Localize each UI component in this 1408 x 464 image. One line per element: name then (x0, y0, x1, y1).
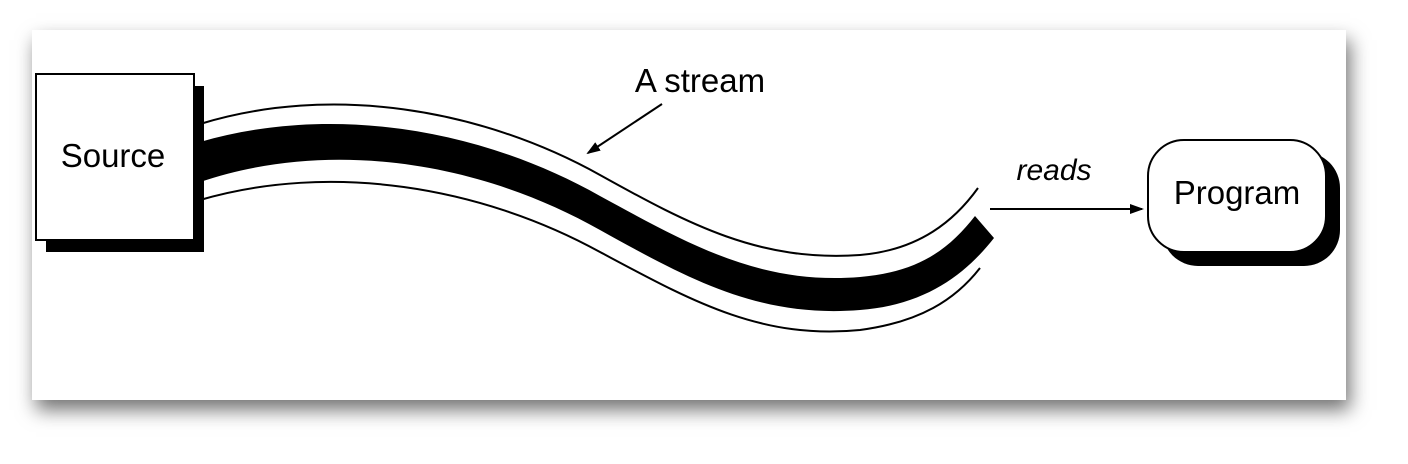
reads-label: reads (1016, 154, 1091, 187)
stream-upper-border (199, 103, 979, 257)
stream-pointer-arrow (586, 103, 663, 155)
program-label: Program (1174, 174, 1301, 211)
stream-body (200, 123, 994, 312)
figure-panel (32, 30, 1346, 400)
source-label: Source (61, 137, 166, 174)
stream-label: A stream (635, 62, 765, 99)
program-box (1147, 139, 1327, 253)
stream-lower-border (199, 180, 981, 333)
source-box (35, 73, 195, 241)
